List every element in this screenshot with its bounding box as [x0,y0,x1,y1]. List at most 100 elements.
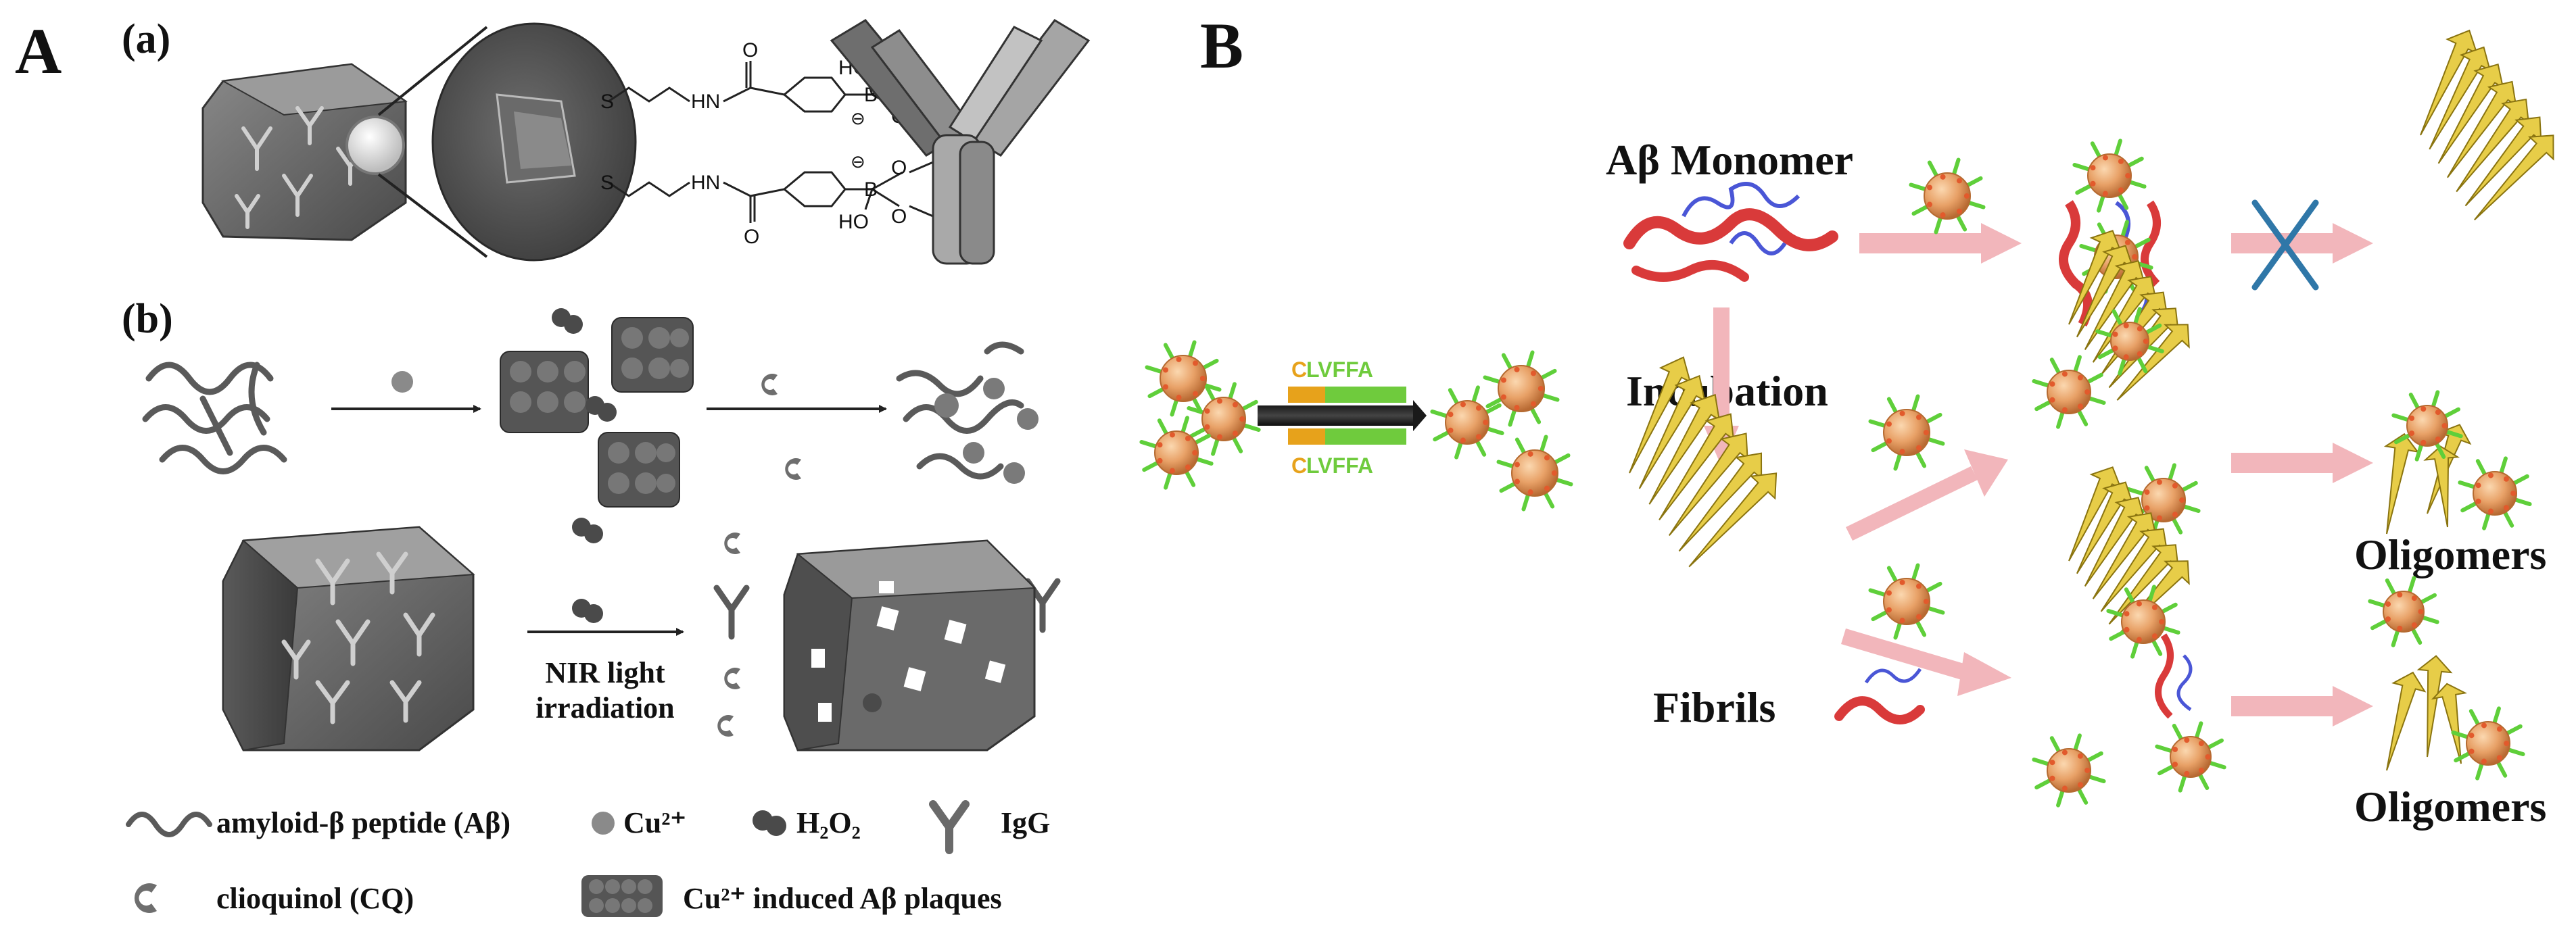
chem-o-top: O [742,39,758,61]
beta-sheet [1648,393,1721,505]
chem-o-bottom: O [744,226,759,248]
peptide-sequence-bar: C LVFFA C LVFFA [1258,357,1427,478]
monomer-label: Aβ Monomer [1606,136,1853,184]
chem-hn-top: HN [691,91,720,113]
beta-sheet [2456,98,2530,193]
chem-o4: O [891,205,907,228]
h2o2-legend-icon [753,810,786,836]
nanocage-opened [783,539,1036,751]
abeta-monomer-structure [1623,182,1838,282]
beta-sheet [2116,324,2190,401]
beta-sheet [2423,445,2460,528]
cu-legend-icon [592,812,615,835]
oligomer-structure [2383,424,2532,535]
gold-nanoparticle [2458,456,2532,530]
cq-icon [717,715,734,737]
beta-sheet [2416,655,2453,758]
h2o2-icon [572,599,603,623]
subpanel-b-label: (b) [122,296,173,342]
peptide-seq-bottom: LVFFA [1306,453,1373,478]
gold-nanoparticle [2072,139,2147,213]
np-fibril-complex [2032,230,2201,537]
abeta-legend-icon [126,812,212,837]
panel-a-letter: A [15,15,62,87]
beta-sheet [1629,356,1692,474]
legend-abeta: amyloid-β peptide (Aβ) [216,806,510,839]
free-nanoparticles [1868,157,2463,647]
panel-b: B C LVFFA C LVFFA Aβ Monomer Incubation … [1139,9,2554,831]
panel-a: A (a) [15,15,1091,917]
disaggregated-abeta [896,341,1039,484]
oligomer-structure [2386,655,2525,781]
chem-hn-bottom: HN [691,172,720,194]
legend-cq: clioquinol (CQ) [216,882,414,915]
cq-icon [724,668,740,689]
beta-sheet [2420,29,2478,136]
beta-sheet [2084,260,2145,350]
chem-o3: O [891,157,907,179]
gold-nanoparticle [1868,563,1945,640]
beta-sheet [2092,512,2157,599]
abeta-peptides-cluster [142,362,287,474]
oligomers-label-1: Oligomers [2354,530,2546,578]
beta-sheet [2386,671,2427,771]
beta-sheet [1668,433,1748,537]
cq-legend-icon [134,883,157,914]
cu-induced-plaques [500,308,694,543]
beta-sheet [2474,134,2554,221]
gold-nanoparticle [2032,355,2106,429]
gold-nanoparticle [1909,157,1986,234]
panel-b-letter: B [1200,9,1243,82]
beta-sheet [1688,472,1778,568]
gold-nanoparticle [2368,576,2439,647]
zoom-lens-icon [345,116,405,175]
cq-icon [761,374,778,395]
plaque-legend-icon [581,875,663,917]
gold-nanoparticle [2391,390,2463,462]
beta-sheet [2447,80,2517,178]
beta-sheet [2429,46,2491,150]
fibril-structure [1629,356,1778,568]
cq-icon [724,533,740,554]
chem-minus-top: ⊖ [851,108,865,128]
legend-h2o2: H₂O₂ [796,806,861,839]
subpanel-a-label: (a) [122,16,170,62]
zoom-disk [431,22,637,262]
monomer-small [1834,668,1925,724]
beta-sheet [2076,481,2134,574]
gold-nanoparticle [1496,435,1573,512]
beta-sheet [2084,497,2145,587]
beta-sheet [2437,63,2504,164]
cu-ion-icon [391,371,413,393]
gold-nanoparticle [1483,350,1560,427]
beta-sheet [2383,433,2420,535]
fibril-structure-blocked [2420,29,2554,221]
cq-icon [785,458,801,480]
blocked-cross-icon [2251,199,2319,291]
beta-sheet [1638,374,1706,489]
nanoparticle-cluster-initial [1139,340,1261,490]
beta-sheet [1678,452,1763,552]
nir-label-line2: irradiation [535,691,674,724]
legend-igg: IgG [1001,806,1050,839]
gold-nanoparticle [1868,394,1945,471]
fibrils-label: Fibrils [1653,683,1775,731]
beta-sheet [2092,276,2157,363]
legend: amyloid-β peptide (Aβ) Cu²⁺ H₂O₂ IgG cli… [126,800,1050,917]
gold-nanoparticle [1139,416,1214,490]
gold-nanoparticle [2095,307,2164,376]
peptide-seq-top: LVFFA [1306,357,1373,382]
nanoparticle-cluster-modified [1430,350,1573,512]
igg-antibody-large [830,19,1091,265]
beta-sheet [2464,116,2542,207]
peptide-c-top: C [1291,357,1307,382]
chem-minus-bottom: ⊖ [851,151,865,172]
igg-legend-icon [929,800,970,854]
chem-s-top: S [600,91,614,113]
gold-nanoparticle [1430,385,1504,460]
gold-nanoparticle [2155,721,2226,793]
oligomers-label-2: Oligomers [2354,783,2546,831]
beta-sheet [2427,424,2472,514]
nanocage-loaded [222,526,475,751]
